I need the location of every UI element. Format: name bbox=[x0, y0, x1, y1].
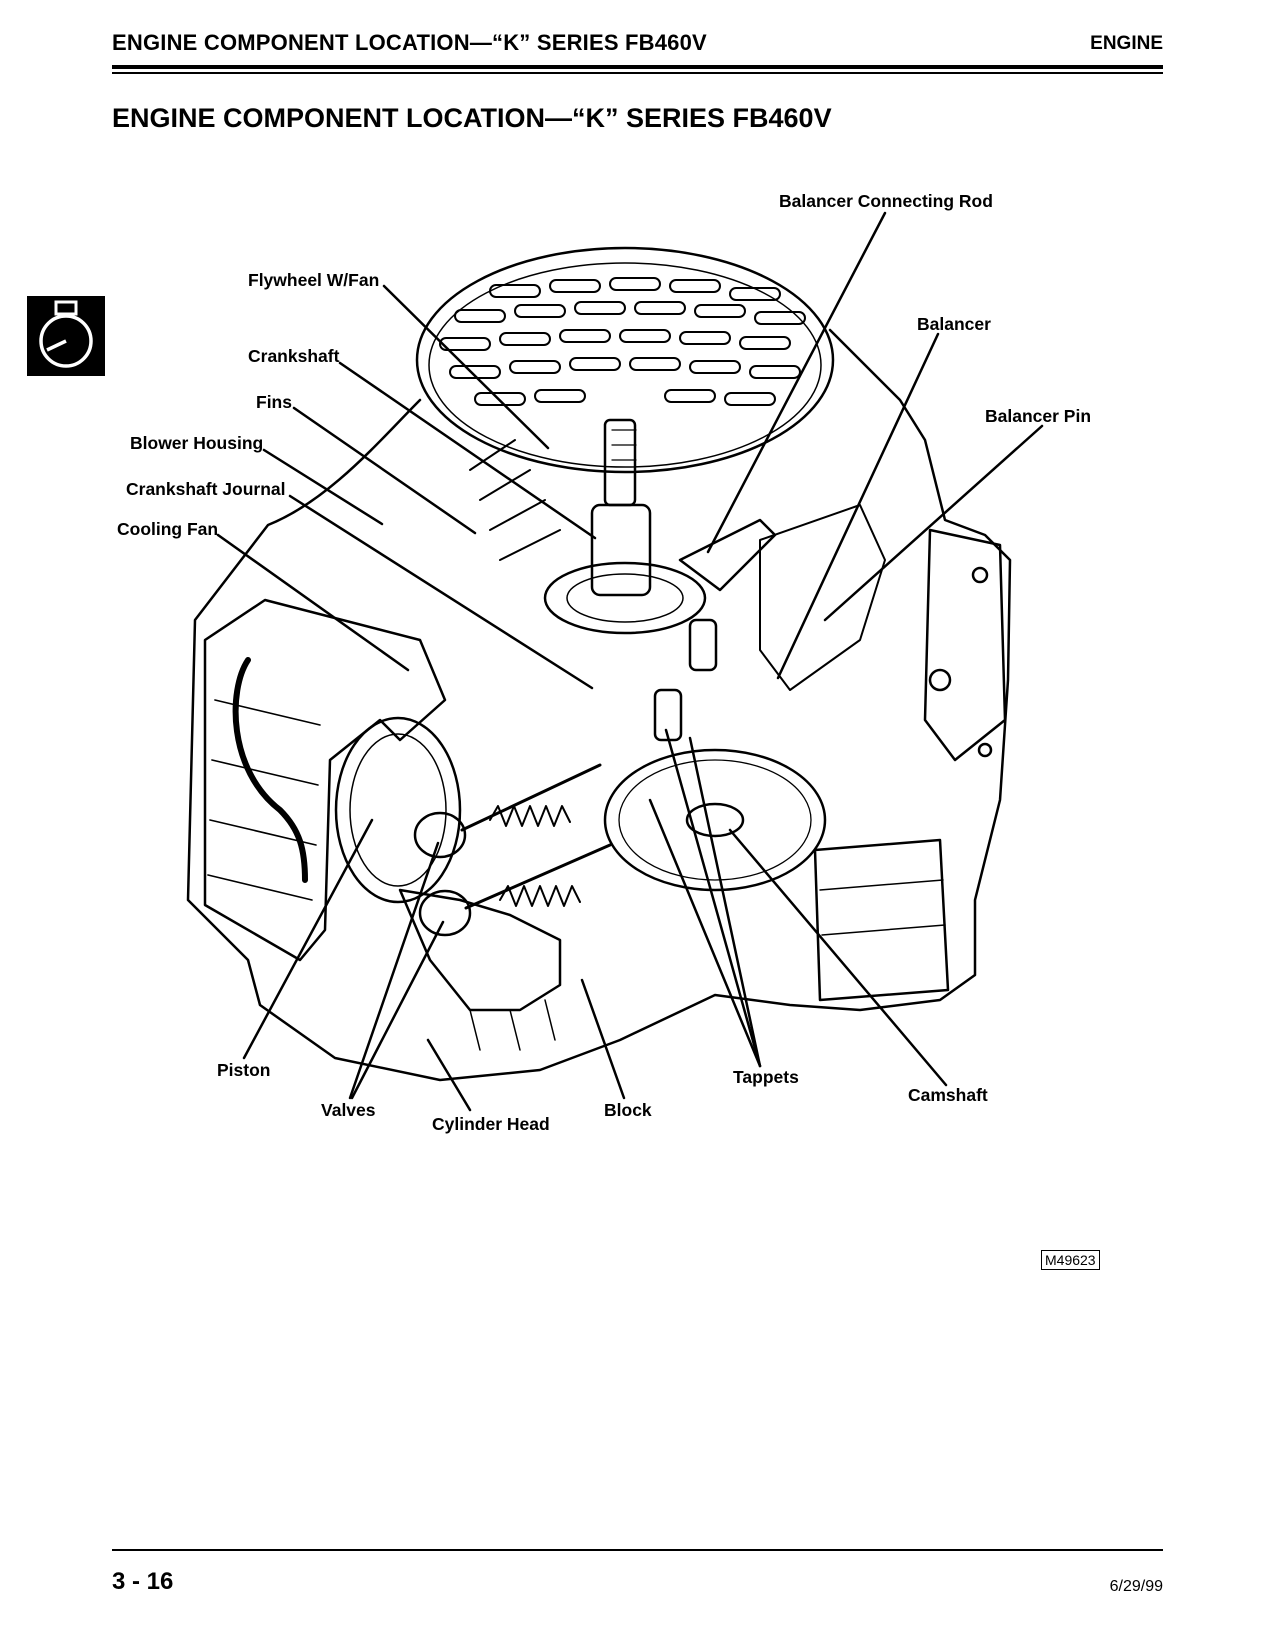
footer-rule bbox=[112, 1549, 1163, 1551]
leader-valve-2 bbox=[350, 920, 445, 1100]
label-valves: Valves bbox=[321, 1100, 376, 1120]
leader-block bbox=[580, 978, 626, 1100]
label-balancer-connecting-rod: Balancer Connecting Rod bbox=[779, 191, 993, 211]
oil-filter bbox=[813, 838, 950, 1002]
leader-balancer-connecting-rod bbox=[706, 211, 887, 554]
leader-tappet-2 bbox=[688, 736, 762, 1068]
engine-body-outline bbox=[186, 328, 1012, 1082]
intake-valve bbox=[413, 811, 467, 859]
header-section-label: ENGINE bbox=[1090, 33, 1163, 54]
leader-fins bbox=[292, 406, 477, 535]
leader-flywheel bbox=[382, 284, 550, 450]
label-balancer: Balancer bbox=[917, 314, 991, 334]
cylinder-head bbox=[398, 888, 562, 1012]
label-balancer-pin: Balancer Pin bbox=[985, 406, 1092, 426]
leader-blower-housing bbox=[262, 448, 384, 526]
label-blower-housing: Blower Housing bbox=[130, 433, 264, 453]
camshaft-gear bbox=[603, 748, 827, 892]
crankshaft-nose bbox=[603, 418, 637, 507]
label-cylinder-head: Cylinder Head bbox=[432, 1114, 550, 1134]
screen-slots bbox=[439, 277, 806, 406]
tappet bbox=[688, 618, 718, 672]
balancer bbox=[759, 504, 886, 691]
leader-balancer-pin bbox=[823, 424, 1044, 622]
label-block: Block bbox=[604, 1100, 652, 1120]
cylinder-block bbox=[203, 598, 447, 962]
piston bbox=[334, 716, 462, 904]
flywheel-screen bbox=[415, 246, 835, 474]
governor-linkage bbox=[923, 528, 1007, 762]
leader-cylinder-head bbox=[426, 1038, 472, 1112]
crankshaft-journal bbox=[543, 561, 707, 635]
page-number: 3 - 16 bbox=[112, 1568, 174, 1595]
leader-valve-1 bbox=[348, 841, 440, 1100]
leader-tappet-1 bbox=[664, 728, 762, 1068]
revision-date: 6/29/99 bbox=[1109, 1578, 1163, 1595]
label-tappets: Tappets bbox=[733, 1067, 799, 1087]
leader-lines bbox=[216, 211, 1044, 1112]
label-crankshaft-journal: Crankshaft Journal bbox=[126, 479, 286, 499]
leader-balancer bbox=[776, 332, 940, 680]
header-rule-thin bbox=[112, 72, 1163, 74]
label-cooling-fan: Cooling Fan bbox=[117, 519, 219, 539]
leader-crankshaft bbox=[338, 361, 597, 540]
leader-cooling-fan bbox=[216, 533, 410, 672]
header-title: ENGINE COMPONENT LOCATION—“K” SERIES FB4… bbox=[112, 30, 707, 55]
label-crankshaft: Crankshaft bbox=[248, 346, 340, 366]
page-heading: ENGINE COMPONENT LOCATION—“K” SERIES FB4… bbox=[112, 103, 832, 133]
leader-piston bbox=[242, 818, 374, 1060]
label-piston: Piston bbox=[217, 1060, 271, 1080]
label-fins: Fins bbox=[256, 392, 292, 412]
label-flywheel-w-fan: Flywheel W/Fan bbox=[248, 270, 380, 290]
header-rule-thick bbox=[112, 65, 1163, 69]
engine-icon bbox=[27, 296, 105, 376]
figure-id: M49623 bbox=[1041, 1250, 1100, 1270]
exhaust-valve bbox=[418, 889, 472, 937]
leader-tappet-3 bbox=[648, 798, 762, 1068]
leader-camshaft bbox=[728, 828, 948, 1087]
leader-crankshaft-journal bbox=[288, 494, 594, 690]
label-camshaft: Camshaft bbox=[908, 1085, 988, 1105]
